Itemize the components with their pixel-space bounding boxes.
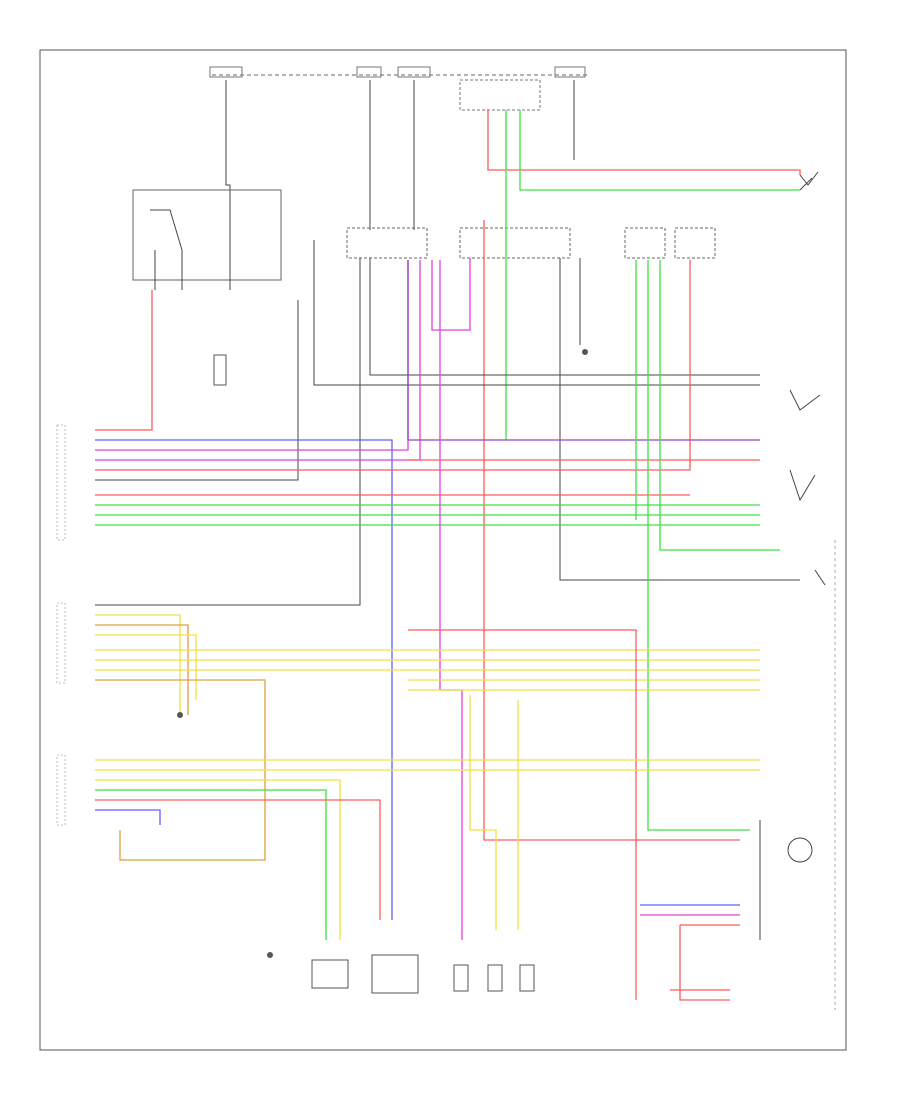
ecm-pin-labels: [56, 424, 66, 826]
top-feed-wires: [225, 80, 575, 240]
bottom-right-wires: [640, 820, 761, 1001]
relay-contacts: [150, 209, 231, 290]
relay-box: [132, 189, 282, 281]
diagram-frame: [39, 49, 847, 1051]
connector-boxes: [346, 227, 716, 259]
sensor-block-left: [213, 354, 227, 386]
black-wire-group: [95, 240, 800, 606]
magenta-wires-right: [407, 258, 760, 940]
switch-symbols: [787, 171, 826, 863]
wire-red-top-right: [487, 110, 801, 175]
ecm-wire-bundle-middle: [95, 614, 760, 1000]
ecm-wire-bundle-lower: [95, 759, 760, 940]
fuse-block-group: [209, 66, 586, 111]
green-wires-right: [635, 260, 780, 831]
wire-red-mid-vertical: [483, 220, 740, 841]
wire-green-top-right: [519, 110, 800, 191]
ground-symbols: [177, 349, 588, 958]
bottom-components: [311, 954, 535, 994]
